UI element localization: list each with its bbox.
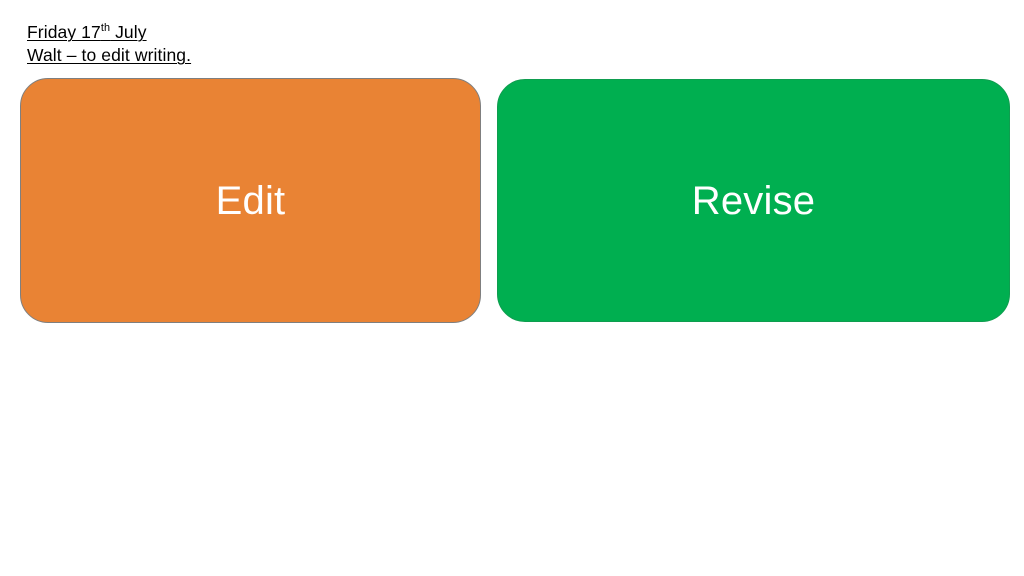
date-heading-prefix: Friday 17 (27, 22, 101, 42)
date-heading-ordinal: th (100, 22, 111, 35)
date-heading: Friday 17th July (27, 21, 447, 44)
shape-edit-label: Edit (215, 178, 286, 223)
objective-heading: Walt – to edit writing. (27, 44, 447, 67)
shape-edit[interactable]: Edit (20, 78, 481, 323)
heading-block: Friday 17th July Walt – to edit writing. (27, 21, 447, 67)
shape-revise-label: Revise (691, 178, 816, 223)
shape-revise[interactable]: Revise (497, 79, 1010, 322)
objective-heading-text: Walt – to edit writing. (27, 45, 192, 65)
date-heading-suffix: July (110, 22, 147, 42)
